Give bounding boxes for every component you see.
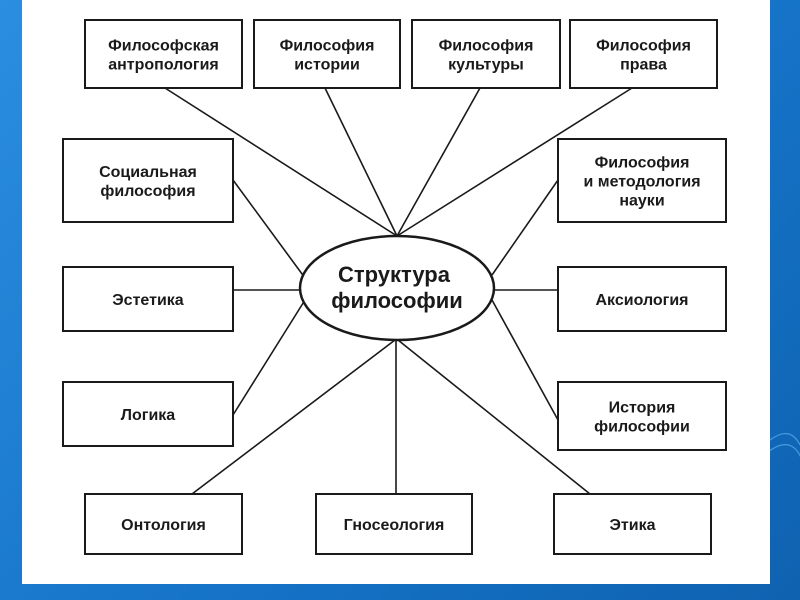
node-label-line: философии [594,419,690,436]
node-box [557,138,727,223]
node-label: Логика [121,407,176,424]
node-ethics: Этика [553,493,712,555]
node-ontology: Онтология [84,493,243,555]
node-box [62,266,234,332]
node-label: Философия истории [280,38,375,74]
connector-history-of-philosophy [491,299,559,421]
node-label-line: Эстетика [112,292,183,309]
connector-philosophy-of-history [324,87,398,237]
node-social-philosophy: Социальная философия [62,138,234,223]
node-label-line: История [609,400,676,417]
node-box [84,493,243,555]
node-label-line: права [620,57,667,74]
node-label-line: и методология [583,174,700,191]
node-box [315,493,473,555]
node-label: Философская антропология [108,38,219,74]
center-ellipse [298,234,496,342]
node-label: Философия культуры [439,38,534,74]
node-gnoseology: Гносеология [315,493,473,555]
node-philosophy-of-law: Философия права [569,19,718,89]
node-box [411,19,561,89]
node-box [62,138,234,223]
node-label: Этика [610,517,656,534]
node-logic: Логика [62,381,234,447]
node-label: Эстетика [112,292,183,309]
node-label-line: философия [100,183,195,200]
node-label-line: истории [294,57,360,74]
node-philosophy-of-history: Философия истории [253,19,401,89]
node-box [62,381,234,447]
node-label-line: Аксиология [595,292,688,309]
connector-philosophy-of-culture [396,87,481,237]
node-label-line: антропология [108,57,219,74]
connector-lines [164,87,633,495]
node-philosophy-of-science: Философия и методология науки [557,138,727,223]
node-aesthetics: Эстетика [62,266,234,332]
node-label-line: Философия [596,38,691,55]
center-node: Структура философии [298,234,496,342]
connector-philosophy-of-science [491,179,559,276]
node-philosophical-anthropology: Философская антропология [84,19,243,89]
node-label-line: науки [619,193,664,210]
node-box [253,19,401,89]
node-label: История философии [594,400,690,436]
connector-logic [232,299,306,416]
node-label: Гносеология [344,517,445,534]
node-box [84,19,243,89]
node-label-line: Философская [108,38,219,55]
connector-social-philosophy [232,179,306,279]
center-title-line-1: Структура [338,262,451,287]
node-box [557,381,727,451]
connector-philosophy-of-law [396,87,633,237]
node-box [557,266,727,332]
node-axiology: Аксиология [557,266,727,332]
node-label: Онтология [121,517,206,534]
node-history-of-philosophy: История философии [557,381,727,451]
node-label-line: Социальная [99,164,197,181]
node-label: Аксиология [595,292,688,309]
node-label-line: культуры [448,57,524,74]
connector-ontology [191,339,396,495]
node-label-line: Онтология [121,517,206,534]
node-label-line: Логика [121,407,176,424]
center-title-line-2: философии [331,288,463,313]
node-label-line: Гносеология [344,517,445,534]
node-label-line: Философия [439,38,534,55]
node-label: Философия права [596,38,691,74]
node-label-line: Философия [595,155,690,172]
node-box [553,493,712,555]
connector-ethics [397,339,591,495]
node-label: Философия и методология науки [583,155,700,210]
node-label-line: Философия [280,38,375,55]
node-box [569,19,718,89]
node-philosophy-of-culture: Философия культуры [411,19,561,89]
connector-philosophical-anthropology [164,87,398,237]
node-label: Социальная философия [99,164,197,200]
node-label-line: Этика [610,517,656,534]
center-title: Структура философии [331,262,463,313]
